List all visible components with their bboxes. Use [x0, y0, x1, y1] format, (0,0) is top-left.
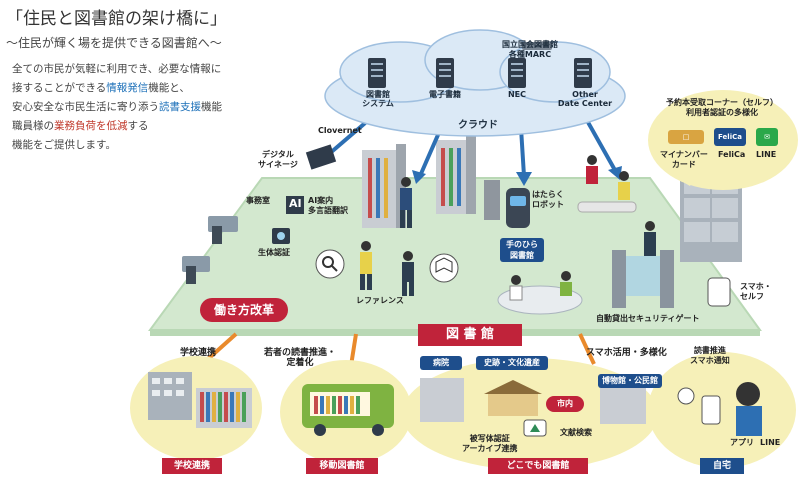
palm-library-badge: 手のひら 図書館 [500, 238, 544, 262]
literature-search-label: 文献検索 [560, 428, 592, 438]
robot-figure [506, 188, 530, 228]
ai-line: AI案内 [308, 196, 348, 206]
library-name-badge: 図 書 館 [418, 324, 522, 346]
notify-line: スマホ通知 [690, 356, 730, 366]
city-badge: 市内 [546, 396, 584, 412]
mobile-library-badge: 移動図書館 [306, 458, 378, 474]
line-label-home: LINE [760, 438, 780, 448]
felica-label: FeliCa [718, 150, 745, 160]
anywhere-badge: どこでも図書館 [488, 458, 588, 474]
server-ebooks: 電子書籍 [420, 90, 470, 99]
cloud-label: クラウド [458, 116, 498, 131]
palm-line: 図書館 [500, 250, 544, 261]
server-label: 電子書籍 [420, 90, 470, 99]
self-service-line: 利用者認証の多様化 [666, 108, 778, 118]
clovernet-label: Clovernet [318, 126, 362, 136]
notify-label: 読書推進 スマホ通知 [690, 346, 730, 366]
phone-self-line: セルフ [740, 292, 772, 302]
youth-line: 若者の読書推進・ [264, 348, 336, 358]
line-app-icon: ✉ [756, 128, 778, 146]
youth-line: 定着化 [264, 358, 336, 368]
server-label: 図書館 [356, 90, 400, 99]
felica-card-icon: FeliCa [714, 128, 746, 146]
school-top-label: 学校連携 [180, 348, 216, 358]
archive-label: 被写体認証 アーカイブ連携 [462, 434, 518, 454]
archive-line: アーカイブ連携 [462, 444, 518, 454]
robot-line: はたらく [532, 190, 564, 200]
biometric-label: 生体認証 [258, 248, 290, 258]
security-gate-label: 自動貸出セキュリティゲート [596, 314, 700, 324]
robot-line: ロボット [532, 200, 564, 210]
self-service-line: 予約本受取コーナー（セルフ） [666, 98, 778, 108]
notify-line: 読書推進 [690, 346, 730, 356]
signage-label: デジタル サイネージ [258, 150, 298, 170]
youth-reading-label: 若者の読書推進・ 定着化 [264, 348, 336, 368]
search-bubble-icon [316, 250, 344, 278]
office-label: 事務室 [246, 196, 270, 206]
palm-line: 手のひら [500, 239, 544, 250]
mynumber-line: マイナンバー [660, 150, 708, 160]
ai-guide-label: AI案内 多言語翻訳 [308, 196, 348, 216]
signage-line: デジタル [258, 150, 298, 160]
mynumber-line: カード [660, 160, 708, 170]
archive-line: 被写体認証 [462, 434, 518, 444]
signage-line: サイネージ [258, 160, 298, 170]
server-nec: NEC [500, 90, 534, 99]
server-label: Other [556, 90, 614, 99]
ndl-line: 各種MARC [502, 50, 558, 60]
home-badge: 自宅 [700, 458, 744, 474]
server-other-datacenter: Other Date Center [556, 90, 614, 108]
mynumber-card-icon: □ [668, 130, 704, 144]
workstyle-badge: 働き方改革 [200, 298, 288, 322]
ndl-marc-label: 国立国会図書館 各種MARC [502, 40, 558, 60]
robot-label: はたらく ロボット [532, 190, 564, 210]
phone-self-icon [708, 278, 730, 306]
app-label: アプリ [730, 438, 754, 448]
signage-screen [306, 144, 336, 169]
museum-badge: 博物館・公民館 [598, 374, 662, 388]
home-circle [648, 352, 796, 468]
ai-icon-label: AI [289, 199, 302, 209]
line-label: LINE [756, 150, 776, 160]
reference-label: レファレンス [356, 296, 404, 306]
phone-self-label: スマホ・ セルフ [740, 282, 772, 302]
hospital-badge: 病院 [420, 356, 462, 370]
smartphone-label: スマホ活用・多様化 [586, 348, 667, 358]
self-service-title: 予約本受取コーナー（セルフ） 利用者認証の多様化 [666, 98, 778, 118]
ai-line: 多言語翻訳 [308, 206, 348, 216]
server-label: NEC [500, 90, 534, 99]
server-label: システム [356, 99, 400, 108]
ndl-line: 国立国会図書館 [502, 40, 558, 50]
server-label: Date Center [556, 99, 614, 108]
phone-self-line: スマホ・ [740, 282, 772, 292]
bench [578, 202, 636, 212]
server-library-system: 図書館 システム [356, 90, 400, 108]
mynumber-label: マイナンバー カード [660, 150, 708, 170]
school-badge: 学校連携 [162, 458, 222, 474]
heritage-badge: 史跡・文化遺産 [476, 356, 548, 370]
